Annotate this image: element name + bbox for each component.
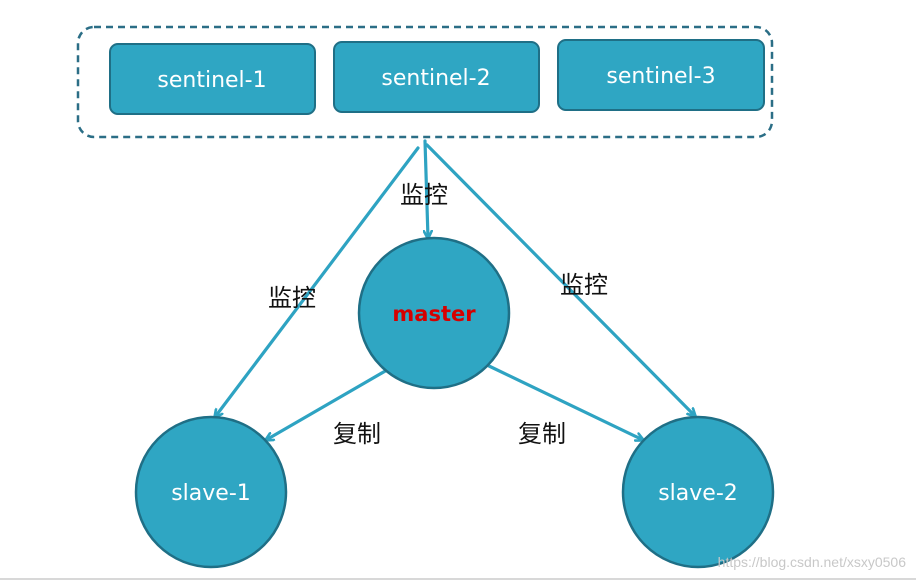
monitor-label-master: 监控 — [400, 181, 448, 209]
watermark-text: https://blog.csdn.net/xsxy0506 — [718, 554, 907, 570]
sentinel-node-3: sentinel-3 — [557, 39, 765, 111]
sentinel-node-2: sentinel-2 — [333, 41, 540, 113]
replicate-label-slave1: 复制 — [333, 420, 381, 448]
sentinel-3-label: sentinel-3 — [606, 64, 715, 89]
sentinel-1-label: sentinel-1 — [157, 68, 266, 93]
slave-node-2: slave-2 — [621, 415, 775, 569]
slave-1-label: slave-1 — [171, 481, 251, 506]
monitor-label-slave2: 监控 — [560, 271, 608, 299]
replicate-arrow-slave1 — [266, 368, 389, 440]
monitor-arrow-master — [425, 139, 428, 238]
slave-2-label: slave-2 — [658, 481, 738, 506]
sentinel-2-label: sentinel-2 — [381, 66, 490, 91]
master-label: master — [392, 302, 476, 326]
slave-node-1: slave-1 — [134, 415, 288, 569]
replicate-label-slave2: 复制 — [518, 420, 566, 448]
replicate-arrow-slave2 — [487, 364, 643, 440]
master-node: master — [357, 236, 511, 390]
sentinel-node-1: sentinel-1 — [109, 43, 316, 115]
monitor-arrow-slave2 — [425, 143, 695, 416]
monitor-label-slave1: 监控 — [268, 284, 316, 312]
sentinel-group — [76, 25, 774, 139]
monitor-arrow-slave1 — [215, 146, 420, 417]
